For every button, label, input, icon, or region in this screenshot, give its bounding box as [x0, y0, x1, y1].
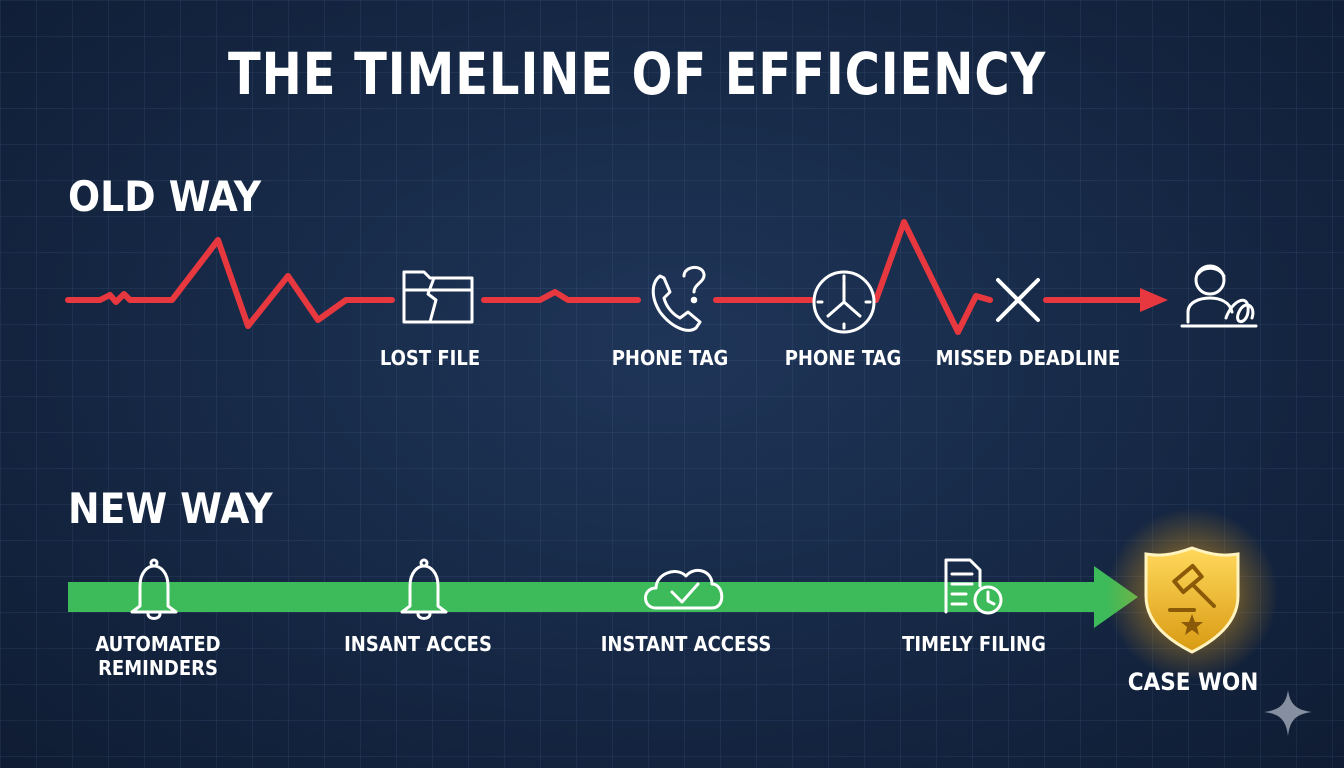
- page-title: THE TIMELINE OF EFFICIENCY: [227, 40, 1047, 108]
- sparkle-icon: [1264, 690, 1312, 736]
- broken-folder-icon: [402, 270, 474, 324]
- old-step-label-phone-tag-2: PHONE TAG: [784, 346, 902, 370]
- new-step-label-instant-access: INSTANT ACCESS: [600, 632, 772, 656]
- old-step-label-missed-deadline: MISSED DEADLINE: [935, 346, 1121, 370]
- new-step-label-case-won: CASE WON: [1127, 668, 1259, 696]
- stressed-person-icon: [1180, 264, 1258, 328]
- clock-icon: [812, 270, 876, 334]
- bell-icon: [130, 558, 178, 620]
- new-step-label-automated-reminders: AUTOMATED REMINDERS: [95, 632, 221, 680]
- old-way-label: OLD WAY: [68, 172, 262, 221]
- cloud-check-icon: [644, 568, 724, 610]
- new-way-label: NEW WAY: [68, 484, 273, 533]
- old-step-label-lost-file: LOST FILE: [379, 346, 481, 370]
- document-clock-icon: [944, 558, 1003, 615]
- old-way-line: [65, 219, 1147, 335]
- new-step-label-timely-filing: TIMELY FILING: [902, 632, 1046, 656]
- new-way-bar: [68, 582, 1098, 612]
- bell-icon: [400, 558, 448, 620]
- old-step-label-phone-tag-1: PHONE TAG: [611, 346, 729, 370]
- x-mark-icon: [996, 278, 1040, 322]
- new-step-label-insant-acces: INSANT ACCES: [344, 632, 492, 656]
- gavel-shield-icon: [1144, 546, 1240, 654]
- old-way-arrowhead: [1140, 288, 1168, 312]
- phone-question-icon: [651, 266, 706, 332]
